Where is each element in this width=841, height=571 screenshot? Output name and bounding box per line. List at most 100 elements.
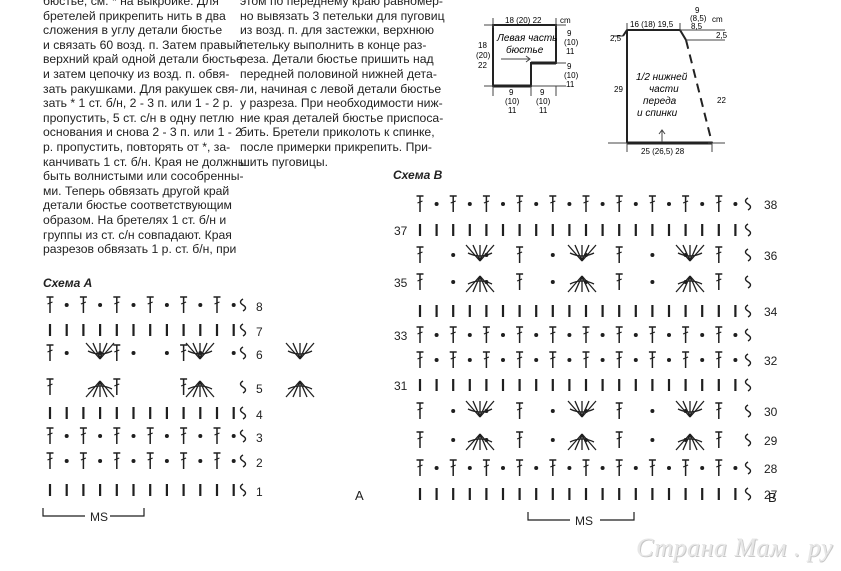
chain-symbol — [164, 434, 169, 438]
pattern-left-title-2: бюстье — [506, 44, 544, 56]
shell-symbol — [675, 244, 705, 262]
dc-stitch-symbol — [715, 431, 723, 448]
dc-stitch-symbol — [516, 273, 524, 290]
dc-stitch-symbol — [615, 459, 623, 476]
chain-symbol — [164, 303, 169, 307]
shell-symbol — [465, 433, 495, 451]
turning-chain-symbol — [744, 433, 752, 447]
schema-b-title: Схема В — [393, 168, 443, 182]
turning-chain-symbol — [239, 454, 247, 468]
turning-chain-symbol — [239, 406, 247, 420]
dc-stitch-symbol — [648, 195, 656, 212]
dc-stitch-symbol — [582, 326, 590, 343]
dc-stitch-symbol — [449, 326, 457, 343]
chain-symbol — [700, 202, 705, 206]
text-line: разрезов обвязать 1 р. ст. б/н, при — [43, 242, 237, 257]
chain-symbol — [567, 202, 572, 206]
dc-stitch-symbol — [516, 459, 524, 476]
turning-chain-symbol — [744, 404, 752, 418]
chain-symbol — [231, 351, 236, 355]
chain-symbol — [733, 333, 738, 337]
chain-symbol — [600, 466, 605, 470]
dc-stitch-symbol — [615, 273, 623, 290]
dc-stitch-symbol — [416, 326, 424, 343]
dc-stitch-symbol — [549, 326, 557, 343]
pattern-left-title-1: Левая часть — [496, 33, 557, 44]
dc-stitch-symbol — [682, 351, 690, 368]
dc-stitch-symbol — [416, 402, 424, 419]
dc-stitch-symbol — [146, 296, 154, 313]
dc-stitch-symbol — [213, 452, 221, 469]
schema-a-title: Схема А — [43, 276, 93, 290]
dc-stitch-symbol — [180, 344, 188, 361]
dc-stitch-symbol — [516, 431, 524, 448]
dc-stitch-symbol — [615, 431, 623, 448]
dc-stitch-symbol — [715, 402, 723, 419]
dc-stitch-symbol — [715, 246, 723, 263]
chain-symbol — [550, 438, 555, 442]
pattern-lower-height-left: 29 — [614, 85, 623, 94]
dc-stitch-symbol — [648, 326, 656, 343]
dc-stitch-symbol — [615, 351, 623, 368]
dc-stitch-symbol — [449, 459, 457, 476]
row-number: 28 — [764, 462, 778, 476]
turning-chain-symbol — [239, 429, 247, 443]
chain-symbol — [451, 409, 456, 413]
dc-stitch-symbol — [482, 195, 490, 212]
turning-chain-symbol — [744, 378, 752, 392]
row-number: 5 — [256, 382, 263, 396]
turning-chain-symbol — [744, 461, 752, 475]
chain-symbol — [198, 434, 203, 438]
dc-stitch-symbol — [549, 351, 557, 368]
dc-stitch-symbol — [46, 378, 54, 395]
row-number: 35 — [394, 276, 408, 290]
pattern-left-unit: cm — [560, 16, 571, 25]
chain-symbol — [733, 202, 738, 206]
row-number: 6 — [256, 348, 263, 362]
dc-stitch-symbol — [615, 246, 623, 263]
text-line: канчивать 1 ст. б/н. Края не должны — [43, 154, 247, 169]
text-line: ми. Теперь обвязать другой край — [43, 183, 230, 198]
dc-stitch-symbol — [213, 296, 221, 313]
turning-chain-symbol — [744, 223, 752, 237]
chain-symbol — [700, 466, 705, 470]
dc-stitch-symbol — [482, 326, 490, 343]
shell-symbol — [567, 433, 597, 451]
turning-chain-symbol — [239, 346, 247, 360]
dc-stitch-symbol — [449, 195, 457, 212]
chain-symbol — [650, 438, 655, 442]
dc-stitch-symbol — [46, 427, 54, 444]
dc-stitch-symbol — [113, 452, 121, 469]
chain-symbol — [131, 303, 136, 307]
row-number: 34 — [764, 305, 778, 319]
chain-symbol — [667, 333, 671, 337]
dc-stitch-symbol — [516, 402, 524, 419]
turning-chain-symbol — [744, 248, 752, 262]
dc-stitch-symbol — [180, 378, 188, 395]
dc-stitch-symbol — [416, 459, 424, 476]
turning-chain-symbol — [239, 298, 247, 312]
dc-stitch-symbol — [582, 195, 590, 212]
chain-symbol — [633, 466, 638, 470]
dc-stitch-symbol — [615, 402, 623, 419]
chain-symbol — [633, 202, 638, 206]
turning-chain-symbol — [744, 328, 752, 342]
shell-symbol — [465, 244, 495, 262]
dc-stitch-symbol — [416, 431, 424, 448]
chain-symbol — [451, 253, 456, 257]
row-number: 4 — [256, 408, 263, 422]
shell-symbol — [285, 342, 315, 360]
dc-stitch-symbol — [615, 326, 623, 343]
chain-symbol — [650, 280, 655, 284]
dc-stitch-symbol — [113, 296, 121, 313]
text-line: зать * 1 ст. б/н, 2 - 3 п. или 1 - 2 р. — [43, 96, 233, 111]
shell-symbol — [465, 400, 495, 418]
dc-stitch-symbol — [615, 195, 623, 212]
dc-stitch-symbol — [549, 195, 557, 212]
chain-symbol — [467, 333, 472, 337]
pattern-left-bottom-right-1: 9 — [540, 88, 545, 97]
chain-symbol — [534, 358, 539, 362]
text-line: шить пуговицы. — [240, 154, 328, 169]
